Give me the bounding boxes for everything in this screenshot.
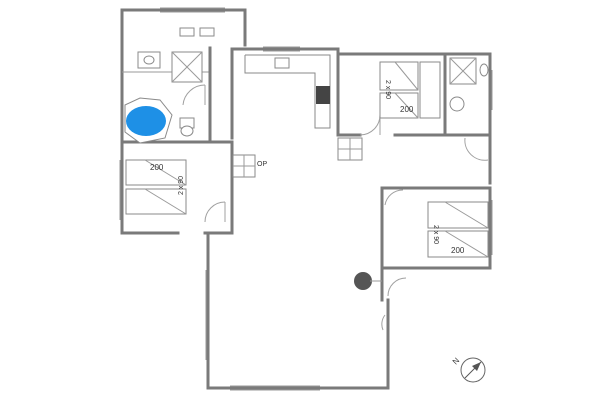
bed-bottom	[125, 188, 187, 215]
kitchen-sink	[274, 57, 290, 69]
stairs-label: OP	[257, 161, 267, 168]
bedroom-west: 200 2 x 90	[125, 159, 187, 215]
kitchen	[274, 57, 330, 104]
bed-size-label: 2 x 90	[384, 80, 391, 99]
bedroom-east: 200 2 x 90	[427, 201, 489, 258]
bathroom-east	[449, 57, 489, 112]
bed-length-label: 200	[150, 163, 164, 172]
bed-length-label: 200	[451, 246, 465, 255]
interior-walls	[120, 46, 492, 235]
bathtub-water	[126, 106, 166, 136]
toilet-fixture	[180, 125, 194, 137]
windows	[119, 7, 493, 391]
bed-bottom	[427, 230, 489, 258]
sink-fixture	[449, 96, 465, 112]
fireplace-icon	[354, 272, 382, 290]
exterior-walls	[120, 8, 492, 390]
bed-top	[125, 159, 187, 186]
stairs: OP	[232, 137, 363, 178]
bed-top	[427, 201, 489, 229]
bed-size-label: 2 x 90	[178, 176, 185, 195]
compass-icon: N	[451, 356, 486, 383]
stove-icon	[316, 86, 330, 104]
bed-length-label: 200	[400, 105, 414, 114]
bed-size-label: 2 x 90	[432, 225, 439, 244]
bathroom	[124, 27, 215, 144]
toilet-fixture	[479, 63, 489, 77]
bedroom-north: 200 2 x 90	[379, 61, 441, 119]
compass-label: N	[451, 356, 462, 367]
